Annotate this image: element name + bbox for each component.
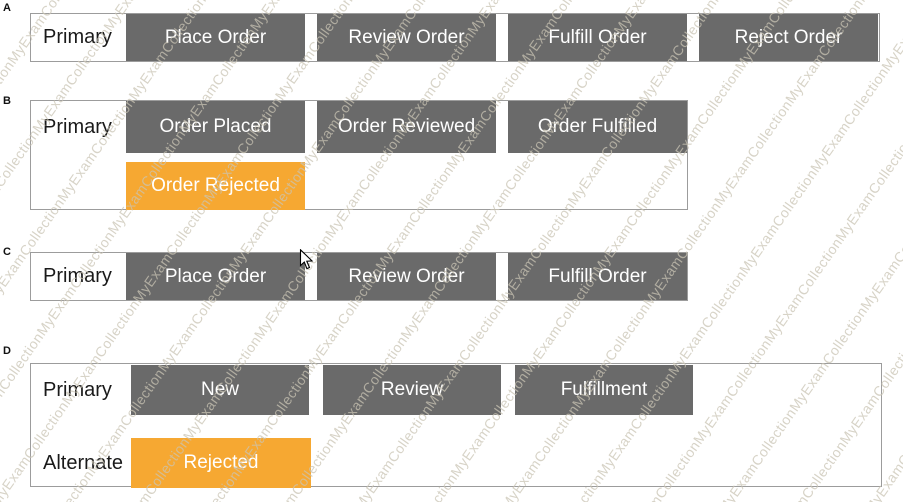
path-step: Reject Order <box>699 14 878 61</box>
path-step: Fulfill Order <box>508 14 687 61</box>
row-label-primary: Primary <box>43 265 112 287</box>
option-a-diagram[interactable]: Primary Place Order Review Order Fulfill… <box>30 13 880 62</box>
path-step-rejected: Rejected <box>131 438 311 488</box>
row-label-primary: Primary <box>43 378 112 401</box>
row-label-alternate: Alternate <box>43 451 124 474</box>
path-step: Place Order <box>126 14 305 61</box>
path-step-rejected: Order Rejected <box>126 162 305 210</box>
path-step: New <box>131 365 309 415</box>
option-c-diagram[interactable]: Primary Place Order Review Order Fulfill… <box>30 252 688 301</box>
path-step: Review Order <box>317 14 496 61</box>
option-a-letter: A <box>3 2 11 14</box>
path-step: Review Order <box>317 253 496 300</box>
option-b-letter: B <box>3 95 11 107</box>
option-b-diagram[interactable]: Primary Order Placed Order Reviewed Orde… <box>30 100 688 210</box>
row-label-primary: Primary <box>43 26 112 48</box>
path-step: Order Fulfilled <box>508 101 687 153</box>
row-label-primary: Primary <box>43 115 112 138</box>
option-d-diagram[interactable]: Primary New Review Fulfillment Alternate… <box>30 363 882 488</box>
path-step: Order Reviewed <box>317 101 496 153</box>
option-d-letter: D <box>3 345 11 357</box>
path-step: Fulfillment <box>515 365 693 415</box>
path-step: Place Order <box>126 253 305 300</box>
path-step: Review <box>323 365 501 415</box>
path-step: Order Placed <box>126 101 305 153</box>
path-step: Fulfill Order <box>508 253 687 300</box>
option-c-letter: C <box>3 246 11 258</box>
